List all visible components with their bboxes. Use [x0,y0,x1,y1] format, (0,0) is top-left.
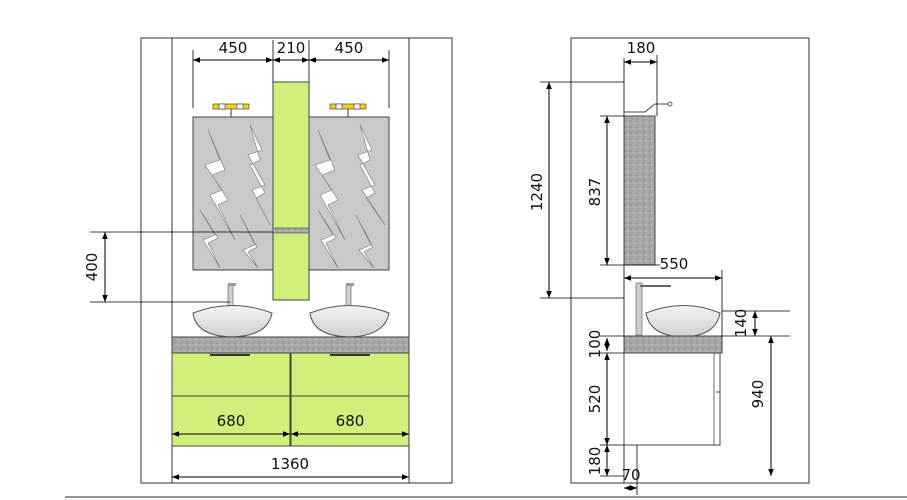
dim-plinth-height: 180 [586,447,604,476]
dim-column-width: 210 [277,39,306,57]
dim-cabinet-right-width: 680 [336,412,365,430]
dim-counter-top-height: 940 [749,380,767,409]
side-cabinet [623,352,721,446]
dim-toe-depth: 70 [621,466,640,484]
mirror-right [308,116,390,271]
dim-mirror-right-width: 450 [335,39,364,57]
dim-cabinet-left-width: 680 [217,412,246,430]
side-mirror-panel [623,115,656,266]
mirror-left [192,116,274,271]
basin-right [309,305,390,338]
lamp-right [329,103,367,117]
front-wall-outline [140,37,453,484]
dim-mirror-panel-height: 837 [586,178,604,207]
side-countertop [623,335,723,354]
dim-cabinet-height: 520 [586,385,604,414]
front-countertop [171,336,410,354]
lamp-left [212,103,250,117]
dim-mirror-left-width: 450 [219,39,248,57]
tall-column-cabinet [272,81,310,301]
side-wall-outline [570,37,810,484]
dim-counter-depth: 550 [660,255,689,273]
front-cabinets [171,352,410,447]
dim-overall-mirror-height: 1240 [528,173,546,211]
side-faucet [635,282,671,336]
basin-left [192,305,273,338]
side-lamp [624,101,673,113]
dim-basin-height: 140 [732,309,750,338]
dim-mirror-depth: 180 [627,39,656,57]
dim-total-width: 1360 [271,455,309,473]
side-view: 180 1240 837 550 140 940 100 520 180 [528,37,810,495]
side-basin [645,305,721,338]
dim-counter-thickness: 100 [586,330,604,359]
front-view: 450 210 450 400 680 680 1360 [83,37,453,484]
dim-shelf-to-basin: 400 [83,253,101,282]
